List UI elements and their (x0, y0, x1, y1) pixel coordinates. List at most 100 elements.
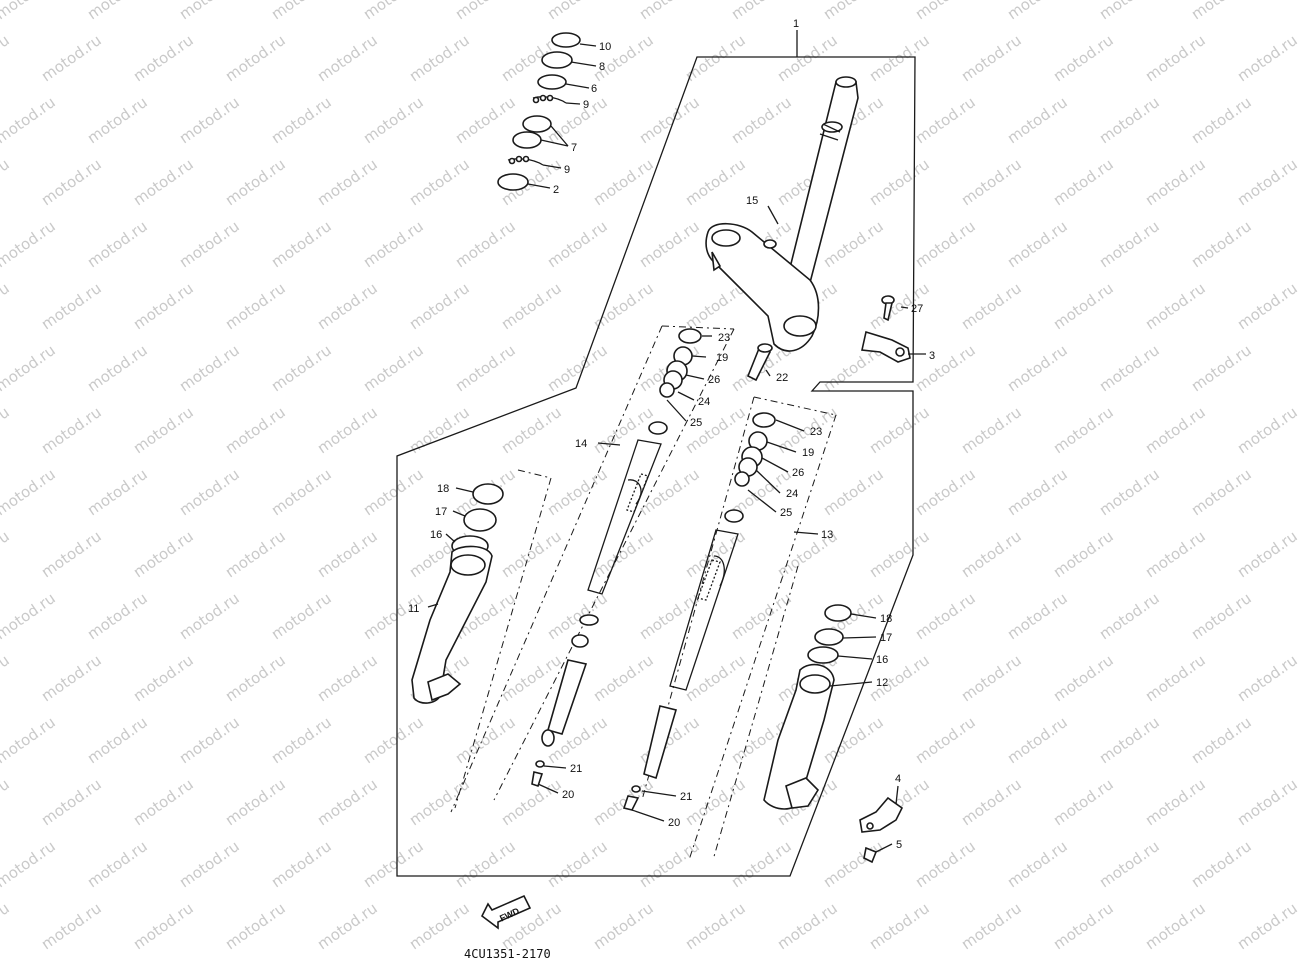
callout-19-left: 19 (716, 352, 728, 364)
watermark-text: motod.ru (1004, 713, 1071, 767)
watermark-text: motod.ru (176, 713, 243, 767)
watermark-text: motod.ru (728, 837, 795, 891)
watermark-text: motod.ru (314, 651, 381, 705)
watermark-text: motod.ru (912, 465, 979, 519)
callout-25-left: 25 (690, 417, 702, 429)
watermark-text: motod.ru (1188, 93, 1255, 147)
watermark-text: motod.ru (360, 465, 427, 519)
watermark-text: motod.ru (268, 93, 335, 147)
watermark-text: motod.ru (1188, 713, 1255, 767)
watermark-text: motod.ru (360, 0, 427, 23)
callout-26-left: 26 (708, 374, 720, 386)
watermark-text: motod.ru (268, 589, 335, 643)
callout-17-left: 17 (435, 506, 447, 518)
watermark-text: motod.ru (958, 155, 1025, 209)
watermark-text: motod.ru (774, 31, 841, 85)
watermark-text: motod.ru (1050, 899, 1117, 953)
watermark-text: motod.ru (1188, 341, 1255, 395)
watermark-text: motod.ru (406, 31, 473, 85)
watermark-text: motod.ru (590, 651, 657, 705)
bolt-27 (881, 295, 895, 322)
watermark-text: motod.ru (314, 775, 381, 829)
watermark-text: motod.ru (38, 899, 105, 953)
watermark-text: motod.ru (912, 837, 979, 891)
watermark-text: motod.ru (912, 341, 979, 395)
watermark-text: motod.ru (360, 341, 427, 395)
watermark-text: motod.ru (176, 93, 243, 147)
watermark-text: motod.ru (0, 775, 13, 829)
watermark-text: motod.ru (912, 217, 979, 271)
callout-10: 10 (599, 41, 611, 53)
watermark-text: motod.ru (38, 651, 105, 705)
callout-24-right: 24 (786, 488, 798, 500)
watermark-text: motod.ru (0, 837, 59, 891)
watermark-text: motod.ru (360, 713, 427, 767)
callout-27: 27 (911, 303, 923, 315)
watermark-text: motod.ru (222, 403, 289, 457)
watermark-text: motod.ru (498, 403, 565, 457)
watermark-text: motod.ru (636, 217, 703, 271)
callout-12: 12 (876, 677, 888, 689)
callout-24-left: 24 (698, 396, 710, 408)
watermark-text: motod.ru (1050, 651, 1117, 705)
callout-14: 14 (575, 438, 587, 450)
callout-labels: 1 2 3 4 5 6 7 8 9 9 10 11 12 13 14 15 16… (408, 18, 935, 851)
watermark-text: motod.ru (268, 465, 335, 519)
callout-21-left: 21 (570, 763, 582, 775)
watermark-text: motod.ru (1096, 341, 1163, 395)
callout-23-left: 23 (718, 332, 730, 344)
watermark-text: motod.ru (130, 775, 197, 829)
left-fork-top-stack (648, 328, 702, 435)
watermark-text: motod.ru (1188, 0, 1255, 23)
watermark-text: motod.ru (1234, 279, 1301, 333)
watermark-text: motod.ru (682, 899, 749, 953)
callout-3: 3 (929, 350, 935, 362)
watermark-text: motod.ru (820, 0, 887, 23)
callout-2: 2 (553, 184, 559, 196)
callout-18-left: 18 (437, 483, 449, 495)
watermark-text: motod.ru (682, 651, 749, 705)
watermark-text: motod.ru (820, 837, 887, 891)
watermark-text: motod.ru (130, 651, 197, 705)
watermark-text: motod.ru (360, 589, 427, 643)
watermark-text: motod.ru (1096, 217, 1163, 271)
watermark-text: motod.ru (38, 403, 105, 457)
watermark-text: motod.ru (130, 279, 197, 333)
watermark-text: motod.ru (498, 527, 565, 581)
watermark-text: motod.ru (820, 465, 887, 519)
watermark-text: motod.ru (130, 899, 197, 953)
watermark-text: motod.ru (176, 217, 243, 271)
callout-25-right: 25 (780, 507, 792, 519)
watermark-text: motod.ru (84, 0, 151, 23)
watermark-text: motod.ru (0, 0, 59, 23)
watermark-text: motod.ru (1142, 279, 1209, 333)
watermark-text: motod.ru (452, 0, 519, 23)
watermark-text: motod.ru (636, 465, 703, 519)
watermark-text: motod.ru (406, 155, 473, 209)
watermark-text: motod.ru (1234, 899, 1301, 953)
watermark-text: motod.ru (84, 341, 151, 395)
watermark-text: motod.ru (1234, 775, 1301, 829)
watermark-text: motod.ru (314, 155, 381, 209)
watermark-text: motod.ru (1050, 775, 1117, 829)
watermark-text: motod.ru (498, 651, 565, 705)
callout-6: 6 (591, 83, 597, 95)
watermark-text: motod.ru (0, 93, 59, 147)
left-damper-rod (531, 614, 599, 788)
watermark-text: motod.ru (544, 837, 611, 891)
watermark-text: motod.ru (314, 31, 381, 85)
watermark-text: motod.ru (866, 527, 933, 581)
watermark-text: motod.ru (130, 155, 197, 209)
watermark-text: motod.ru (84, 93, 151, 147)
watermark-text: motod.ru (820, 217, 887, 271)
left-fork-leg-box (450, 325, 735, 813)
watermark-text: motod.ru (1142, 527, 1209, 581)
watermark-text: motod.ru (38, 775, 105, 829)
callout-16-right: 16 (876, 654, 888, 666)
watermark-text: motod.ru (1004, 465, 1071, 519)
watermark-text: motod.ru (314, 527, 381, 581)
callout-23-right: 23 (810, 426, 822, 438)
watermark-text: motod.ru (682, 155, 749, 209)
callout-11: 11 (408, 603, 419, 615)
bearing-cover-10 (551, 32, 581, 48)
